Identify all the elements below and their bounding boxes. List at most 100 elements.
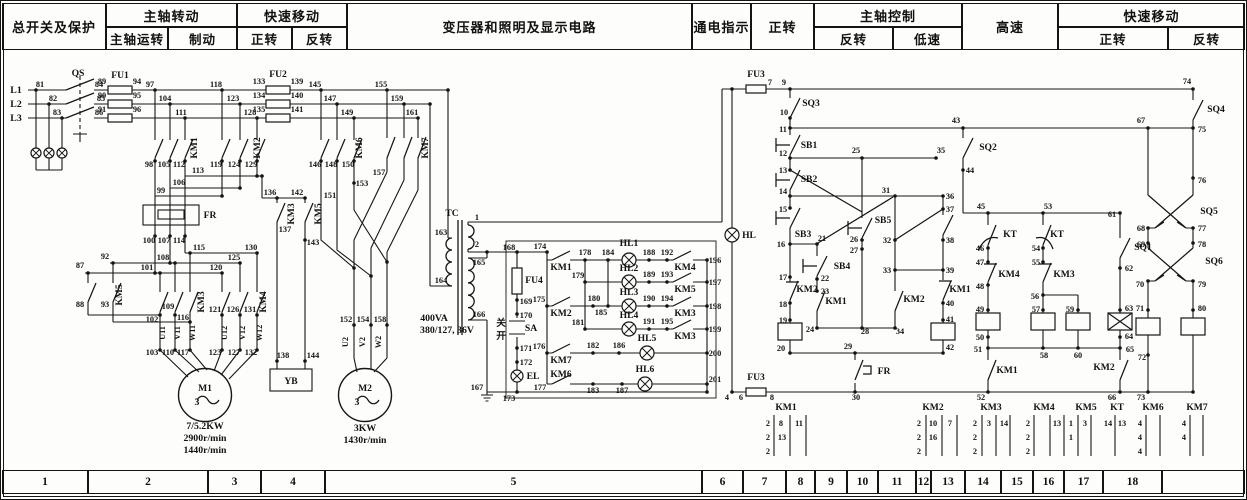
component-label: KM2 bbox=[550, 308, 572, 319]
wire-number: 173 bbox=[503, 394, 515, 403]
wire-number: 192 bbox=[661, 248, 673, 257]
wire-number: 56 bbox=[1031, 292, 1039, 301]
wire-number: 129 bbox=[245, 160, 257, 169]
component-label: KM3 bbox=[1053, 269, 1075, 280]
header-cell-low-speed: 低速 bbox=[893, 27, 962, 50]
wire-number: 147 bbox=[324, 94, 336, 103]
component-label: KM4 bbox=[998, 269, 1020, 280]
wire-number: 195 bbox=[661, 317, 673, 326]
wire-number: 168 bbox=[503, 243, 515, 252]
coil-km6 bbox=[1135, 317, 1161, 336]
header-cell-spindle-rotation: 主轴转动 bbox=[106, 3, 237, 27]
wire-number: 18 bbox=[779, 300, 787, 309]
wire-number: 2 bbox=[766, 433, 770, 442]
wire-number: 22 bbox=[821, 274, 829, 283]
wire-number: 188 bbox=[643, 248, 655, 257]
wire-number: 117 bbox=[177, 348, 189, 357]
wire-number: 110 bbox=[162, 348, 174, 357]
footer-cell: 17 bbox=[1064, 470, 1103, 494]
component-label: HL2 bbox=[620, 263, 639, 274]
wire-number: 120 bbox=[210, 263, 222, 272]
thermal-relay-fr bbox=[142, 204, 200, 226]
wire-number: 4 bbox=[1138, 433, 1142, 442]
wire-number: 34 bbox=[896, 327, 904, 336]
wire-number: 193 bbox=[661, 270, 673, 279]
wire-number: 90 bbox=[98, 91, 106, 100]
wire-number: 138 bbox=[277, 351, 289, 360]
header-cell-rapid-rev: 反转 bbox=[292, 27, 347, 50]
component-label: FR bbox=[878, 366, 892, 377]
ground-symbol bbox=[481, 392, 493, 402]
wire-number: 149 bbox=[341, 108, 353, 117]
wire-number: 185 bbox=[595, 308, 607, 317]
wire-number: 47 bbox=[976, 258, 984, 267]
wire-number: 152 bbox=[340, 315, 352, 324]
component-label: SB1 bbox=[801, 140, 818, 151]
wire-number: 13 bbox=[1118, 419, 1126, 428]
lamp-icon bbox=[56, 147, 68, 159]
footer-cell bbox=[1162, 470, 1245, 494]
component-label: FU1 bbox=[111, 70, 129, 81]
component-label: KT bbox=[1050, 229, 1064, 240]
lamp-icon bbox=[621, 298, 637, 314]
wire-number: 187 bbox=[616, 386, 628, 395]
lamp-icon bbox=[621, 252, 637, 268]
wire-number: 14 bbox=[1104, 419, 1112, 428]
component-label: KM2 bbox=[796, 284, 818, 295]
lighting-panel-box bbox=[505, 240, 717, 399]
lamp-icon bbox=[724, 227, 740, 243]
wire-number: 107 bbox=[158, 236, 170, 245]
component-label: KM5 bbox=[313, 203, 324, 225]
wire-number: 182 bbox=[587, 341, 599, 350]
wire-number: 57 bbox=[1032, 305, 1040, 314]
wire-number: 108 bbox=[157, 253, 169, 262]
lamp-icon bbox=[43, 147, 55, 159]
wire-number: 71 bbox=[1136, 304, 1144, 313]
header-cell-spindle-control: 主轴控制 bbox=[814, 3, 962, 27]
wire-number: 179 bbox=[572, 271, 584, 280]
wire-number: 151 bbox=[324, 191, 336, 200]
wire-number: 200 bbox=[709, 349, 721, 358]
component-label: M1 bbox=[198, 383, 212, 394]
wire-number: 13 bbox=[1053, 419, 1061, 428]
coil-km7 bbox=[1180, 317, 1206, 336]
footer-cell: 13 bbox=[931, 470, 965, 494]
wire-number: 172 bbox=[520, 358, 532, 367]
footer-cell: 10 bbox=[847, 470, 878, 494]
lamp-icon bbox=[621, 274, 637, 290]
coil-km2 bbox=[930, 322, 956, 341]
wire-number: 128 bbox=[244, 108, 256, 117]
wire-number: 33 bbox=[883, 266, 891, 275]
component-label: KM5 bbox=[114, 284, 125, 306]
wire-number: 127 bbox=[228, 348, 240, 357]
wire-number: 133 bbox=[253, 77, 265, 86]
footer-cell: 18 bbox=[1103, 470, 1162, 494]
wire-number: 140 bbox=[291, 91, 303, 100]
wire-number: 131 bbox=[244, 305, 256, 314]
wire-number: 102 bbox=[146, 315, 158, 324]
component-label: HL6 bbox=[636, 364, 655, 375]
wire-number: 13 bbox=[779, 166, 787, 175]
lamp-icon bbox=[30, 147, 42, 159]
wire-number: 380/127, 36V bbox=[420, 325, 474, 336]
footer-cell: 11 bbox=[878, 470, 916, 494]
coil-km1 bbox=[777, 322, 803, 341]
component-label: KM4 bbox=[258, 291, 269, 313]
wire-number: 52 bbox=[977, 393, 985, 402]
footer-cell: 2 bbox=[88, 470, 208, 494]
wire-number: 36 bbox=[946, 192, 954, 201]
wire-number: 167 bbox=[471, 383, 483, 392]
wire-number: 183 bbox=[587, 386, 599, 395]
wire-number: 106 bbox=[173, 178, 185, 187]
wire-number: U2 bbox=[341, 337, 350, 347]
wire-number: 109 bbox=[162, 302, 174, 311]
wire-number: 184 bbox=[602, 248, 614, 257]
wire-number: 43 bbox=[952, 116, 960, 125]
footer-cell: 9 bbox=[815, 470, 847, 494]
component-label: SQ5 bbox=[1200, 206, 1218, 217]
wire-number: 189 bbox=[643, 270, 655, 279]
fuse-fu4 bbox=[511, 267, 523, 295]
wire-number: 67 bbox=[1137, 116, 1145, 125]
wire-number: 181 bbox=[572, 318, 584, 327]
